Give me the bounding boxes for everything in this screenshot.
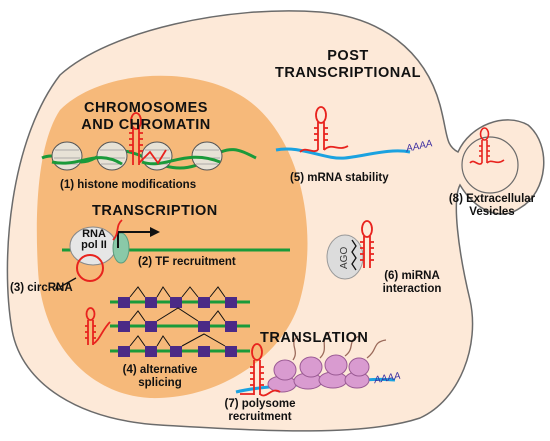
label-mrna-stability: (5) mRNA stability [290, 172, 389, 184]
label-ev-line1: (8) Extracellular [448, 193, 536, 205]
label-polysome-line1: (7) polysome [224, 398, 296, 410]
label-ago: AGO [339, 246, 350, 269]
mrna-strand [275, 147, 411, 160]
label-splicing-line2: splicing [138, 377, 182, 389]
lncrna-hairpin-icon [360, 220, 374, 268]
chromatin-dna-front [51, 155, 221, 166]
tss-arrowhead [150, 227, 160, 237]
label-mirna-line1: (6) miRNA [384, 270, 440, 282]
label-pol: pol II [81, 239, 107, 251]
tss-arrow [117, 231, 150, 248]
lncrna-hairpin-icon [469, 127, 505, 165]
label-histone: (1) histone modifications [60, 179, 197, 191]
label-polysome-recruitment: (7) polysome recruitment [210, 398, 310, 424]
lncrna-hairpin-icon [129, 112, 167, 165]
heading-translation: TRANSLATION [260, 330, 369, 346]
heading-chromatin-line2: AND CHROMATIN [81, 117, 211, 133]
label-circrna: (3) circRNA [10, 282, 73, 294]
heading-chromatin-line1: CHROMOSOMES [84, 100, 208, 116]
circrna-arrowhead [55, 282, 62, 290]
label-polysome-line2: recruitment [228, 411, 292, 423]
lncrna-hairpin-icon [85, 307, 111, 345]
lncrna-hairpin-icon [112, 219, 123, 241]
label-extracellular-vesicles: (8) Extracellular Vesicles [436, 193, 548, 219]
vesicle-icon [461, 136, 519, 194]
heading-post-line1: POST [327, 48, 369, 64]
label-rna: RNA [82, 228, 106, 240]
circrna-arrow [59, 277, 77, 288]
label-mirna-interaction: (6) miRNA interaction [372, 270, 452, 296]
splicing-diagram [110, 286, 250, 357]
circrna-icon [76, 254, 104, 282]
mirna-strand [351, 239, 357, 271]
label-tf-recruitment: (2) TF recruitment [138, 256, 236, 268]
label-splicing-line1: (4) alternative [122, 364, 198, 376]
label-mirna-line2: interaction [382, 283, 442, 295]
heading-transcription: TRANSCRIPTION [92, 203, 218, 219]
lncrna-hairpin-icon [240, 343, 281, 397]
label-rna-pol-ii: RNA pol II [76, 229, 112, 251]
ribosome-icon [267, 354, 370, 393]
label-ev-line2: Vesicles [469, 206, 515, 218]
heading-post-line2: TRANSCRIPTIONAL [274, 65, 422, 81]
nascent-peptides [292, 331, 387, 361]
lncrna-hairpin-icon [299, 106, 349, 153]
heading-chromatin: CHROMOSOMES AND CHROMATIN [66, 100, 226, 134]
heading-post-transcriptional: POST TRANSCRIPTIONAL [268, 48, 428, 82]
label-alternative-splicing: (4) alternative splicing [110, 364, 210, 390]
